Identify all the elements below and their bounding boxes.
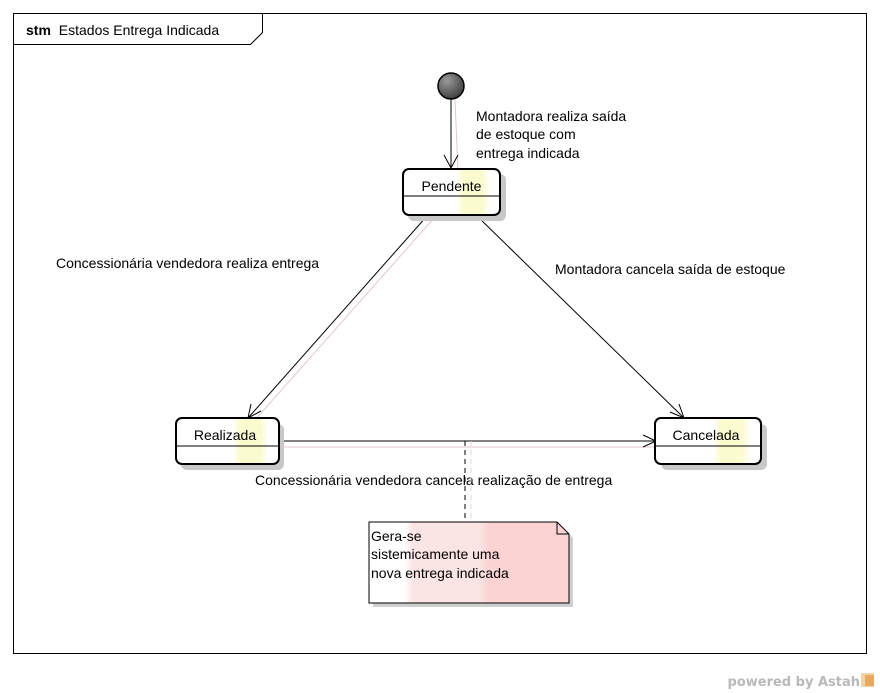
diagram-frame <box>13 13 867 654</box>
frame-name-tab <box>13 13 263 45</box>
initial-state-icon[interactable] <box>437 72 465 100</box>
note-line: Gera-se <box>371 528 422 544</box>
transition-label: Montadora cancela saída de estoque <box>555 261 786 277</box>
transition-label: Concessionária vendedora realiza entrega <box>56 255 319 271</box>
frame-title: Estados Entrega Indicada <box>59 22 220 38</box>
transition-label: Concessionária vendedora cancela realiza… <box>255 472 612 488</box>
state-cancelada[interactable]: Cancelada <box>654 417 767 470</box>
astah-logo-icon <box>861 673 874 687</box>
transition-label-line: entrega indicada <box>476 145 580 161</box>
frame-keyword: stm <box>26 22 51 38</box>
svg-text:Montadora realiza saída de: Montadora realiza saída de estoque com e… <box>476 108 630 161</box>
state-name: Pendente <box>422 178 482 194</box>
state-realizada[interactable]: Realizada <box>175 417 284 470</box>
svg-text:Gera-se sistemicamente u: Gera-se sistemicamente uma nova entrega … <box>371 528 509 581</box>
transition-label-line: de estoque com <box>476 126 576 142</box>
note-line: nova entrega indicada <box>371 565 509 581</box>
transition-label-line: Montadora realiza saída <box>476 108 626 124</box>
transition-pendente-to-cancelada[interactable] <box>476 215 685 419</box>
state-pendente[interactable]: Pendente <box>402 168 506 221</box>
state-name: Realizada <box>194 427 256 443</box>
state-name: Cancelada <box>673 427 740 443</box>
transition-pendente-to-realizada[interactable] <box>247 215 428 419</box>
note-line: sistemicamente uma <box>371 546 500 562</box>
svg-text:stm Estados Entrega Indica: stm Estados Entrega Indicada <box>26 22 219 38</box>
powered-by-watermark: powered by Astah <box>728 675 860 690</box>
note[interactable]: Gera-se sistemicamente uma nova entrega … <box>368 521 573 607</box>
